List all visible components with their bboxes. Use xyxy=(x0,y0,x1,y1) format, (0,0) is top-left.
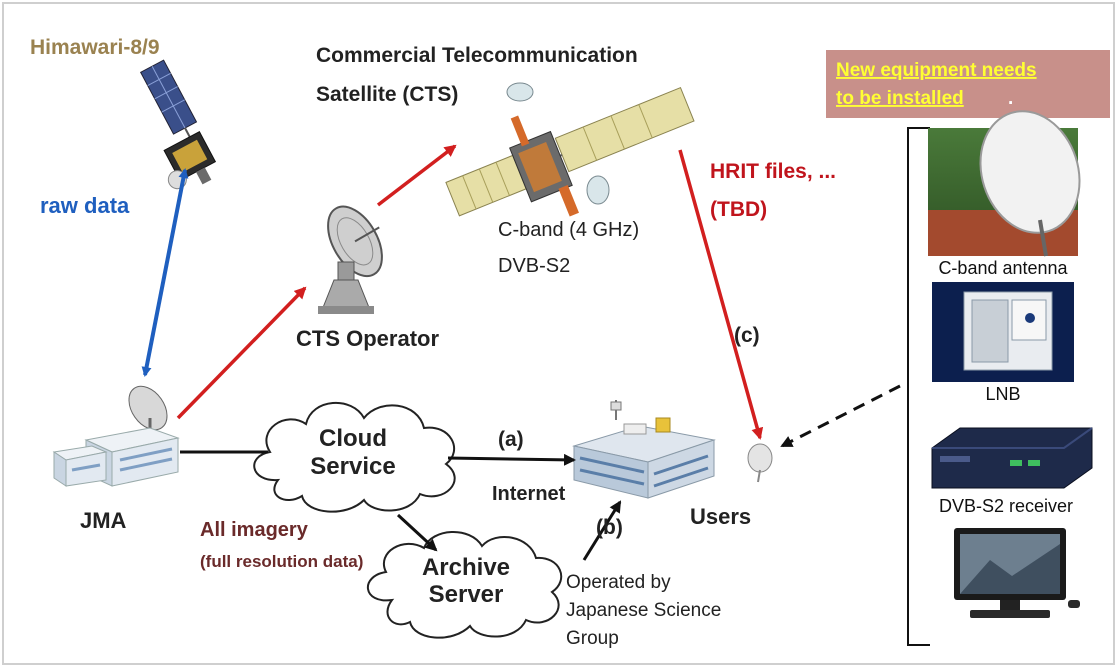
new-equipment-callout-box xyxy=(826,50,1110,118)
raw-data-arrow xyxy=(141,168,189,377)
lnb-photo xyxy=(932,282,1074,382)
cloud-to-archive-arrow xyxy=(396,513,438,552)
new-equipment-line1: New equipment needs xyxy=(836,60,1037,81)
cband-frequency-label: C-band (4 GHz) xyxy=(498,219,639,241)
lnb-caption: LNB xyxy=(985,384,1020,404)
cloud-label-line1: Cloud xyxy=(319,425,387,452)
full-resolution-label: (full resolution data) xyxy=(200,552,363,571)
internet-label: Internet xyxy=(492,483,566,505)
operated-by-line3: Group xyxy=(566,628,619,649)
path-b-label: (b) xyxy=(596,516,623,539)
dvb-s2-receiver-photo xyxy=(931,427,1093,489)
archive-to-users-arrow-b xyxy=(582,500,622,561)
cts-title-line2: Satellite (CTS) xyxy=(316,83,458,106)
jma-label: JMA xyxy=(80,508,127,533)
path-c-label: (c) xyxy=(734,324,760,347)
path-a-label: (a) xyxy=(498,428,524,451)
users-building-icon xyxy=(572,400,716,499)
cts-satellite-icon xyxy=(445,82,695,217)
hrit-label-line2: (TBD) xyxy=(710,198,767,221)
archive-cloud-shape xyxy=(367,531,563,639)
c-band-antenna-photo xyxy=(928,110,1081,257)
raw-data-label: raw data xyxy=(40,193,130,218)
jma-building-icon xyxy=(52,385,180,487)
new-equipment-period: . xyxy=(1008,88,1013,109)
dvbs2-label: DVB-S2 xyxy=(498,255,570,277)
cts-title-line1: Commercial Telecommunication xyxy=(316,44,638,67)
users-label: Users xyxy=(690,504,751,529)
hrit-label-line1: HRIT files, ... xyxy=(710,160,836,183)
jma-to-cts-operator-arrow xyxy=(176,286,307,420)
himawari-label: Himawari-8/9 xyxy=(30,36,160,59)
cts-operator-label: CTS Operator xyxy=(296,326,439,351)
cloud-service-shape xyxy=(253,402,456,513)
cts-operator-to-satellite-arrow xyxy=(376,144,457,207)
computer-monitor-photo xyxy=(954,528,1080,618)
cts-operator-antenna-icon xyxy=(318,205,383,314)
dvbs2-receiver-caption: DVB-S2 receiver xyxy=(939,496,1073,516)
users-dish-icon xyxy=(747,443,773,483)
archive-label-line2: Server xyxy=(429,581,504,608)
new-equipment-line2: to be installed xyxy=(836,88,964,109)
operated-by-line1: Operated by xyxy=(566,572,671,593)
hrit-downlink-arrow-c xyxy=(678,149,764,440)
equipment-bracket xyxy=(907,127,930,646)
equipment-to-users-dashed-arrow xyxy=(780,384,901,448)
archive-label-line1: Archive xyxy=(422,554,510,581)
all-imagery-label: All imagery xyxy=(200,519,309,541)
cband-antenna-caption: C-band antenna xyxy=(938,258,1068,278)
operated-by-line2: Japanese Science xyxy=(566,600,721,621)
cloud-label-line2: Service xyxy=(310,453,395,480)
cloud-to-users-arrow-a xyxy=(447,453,576,466)
